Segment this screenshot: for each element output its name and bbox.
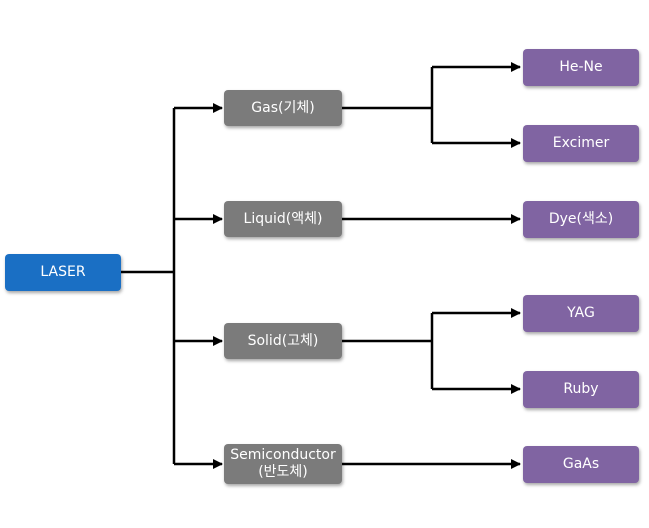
category-node-liquid: Liquid(액체)	[224, 201, 342, 237]
category-label: Solid(고체)	[247, 332, 319, 349]
leaf-node-ruby: Ruby	[523, 371, 639, 408]
leaf-label: He-Ne	[559, 59, 603, 75]
leaf-label: Ruby	[563, 381, 599, 397]
leaf-label: Excimer	[552, 135, 610, 151]
category-node-semiconductor: Semiconductor (반도체)	[224, 444, 342, 484]
leaf-label: Dye(색소)	[548, 211, 614, 227]
category-node-solid: Solid(고체)	[224, 323, 342, 359]
category-label: Liquid(액체)	[243, 210, 323, 227]
leaf-node-gaas: GaAs	[523, 446, 639, 483]
root-node-laser: LASER	[5, 254, 121, 291]
leaf-label: YAG	[567, 305, 595, 321]
leaf-node-he-ne: He-Ne	[523, 49, 639, 86]
category-label-line-2: (반도체)	[258, 464, 308, 480]
category-label: Gas(기체)	[251, 99, 315, 116]
leaf-node-dye: Dye(색소)	[523, 201, 639, 238]
leaf-node-excimer: Excimer	[523, 125, 639, 162]
leaf-node-yag: YAG	[523, 295, 639, 332]
root-label: LASER	[40, 264, 86, 280]
category-node-gas: Gas(기체)	[224, 90, 342, 126]
leaf-label: GaAs	[562, 456, 600, 472]
category-label-line-1: Semiconductor	[230, 447, 336, 463]
